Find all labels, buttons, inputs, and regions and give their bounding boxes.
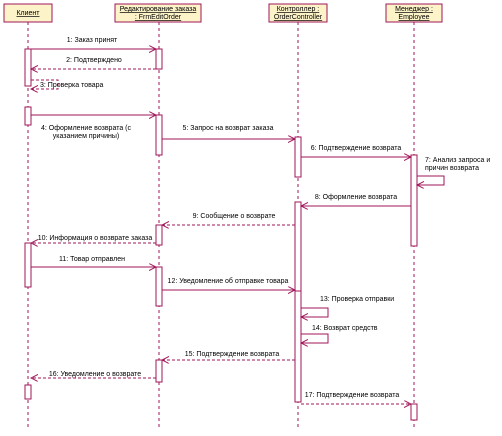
participant-box-client [3,3,53,23]
participant-label-controller: Контроллер : [277,6,320,13]
participant-box-manager [385,3,443,23]
message-label-11: 11: Товар отправлен [59,256,125,263]
participant-label-form: Редактирование заказа [120,6,197,13]
message-label-15: 15: Подтверждение возврата [185,351,280,358]
participant-label-manager: Employee [398,14,429,21]
activation-bar-form [155,359,163,383]
message-label-14: 14: Возврат средств [312,325,378,332]
message-label-16: 16: Уведомление о возврате [49,371,141,378]
message-label-2: 2: Подтверждено [66,57,122,64]
participant-label-manager: Менеджер : [395,6,433,13]
message-arrow-13 [301,307,329,317]
message-label-3: 3: Проверка товара [40,82,104,89]
activation-bar-controller [294,136,302,178]
message-arrow-14 [301,333,329,343]
message-label-17: 17: Подтверждение возврата [305,392,400,399]
message-label-13: 13: Проверка отправки [320,296,394,303]
participant-label-client: Клиент [16,10,40,17]
activation-bar-client [24,384,32,400]
activation-bar-client [24,48,32,87]
message-label-12: 12: Уведомление об отправке товара [168,277,289,285]
activation-bar-form [155,266,163,307]
participant-box-form [114,3,202,23]
activation-bar-form [155,48,163,70]
message-label-1: 1: Заказ принят [67,37,118,44]
message-label-4: 4: Оформление возврата (с [41,125,131,132]
message-label-10: 10: Информация о возврате заказа [38,235,153,242]
activation-bar-controller [294,290,302,403]
activation-bar-manager [410,154,418,247]
participant-box-controller [268,3,328,23]
message-label-6: 6: Подтверждение возврата [311,145,402,152]
message-label-5: 5: Запрос на возврат заказа [182,125,273,132]
activation-bar-client [24,106,32,126]
participant-label-controller: OrderController [274,14,323,21]
activation-bar-client [24,242,32,288]
activation-bar-controller [294,201,302,298]
participant-label-form: : FrmEditOrder [135,14,182,21]
activation-bar-form [155,224,163,246]
message-arrow-7 [417,175,445,185]
message-label-8: 8: Оформление возврата [315,194,397,201]
message-arrow-3 [31,79,59,89]
message-label-9: 9: Сообщение о возврате [193,212,276,220]
activation-bar-form [155,114,163,156]
activation-bar-manager [410,403,418,421]
message-label-7: 7: Анализ запроса и [425,157,490,164]
message-label-7: причин возврата [425,165,479,172]
message-label-4: указанием причины) [53,133,119,140]
